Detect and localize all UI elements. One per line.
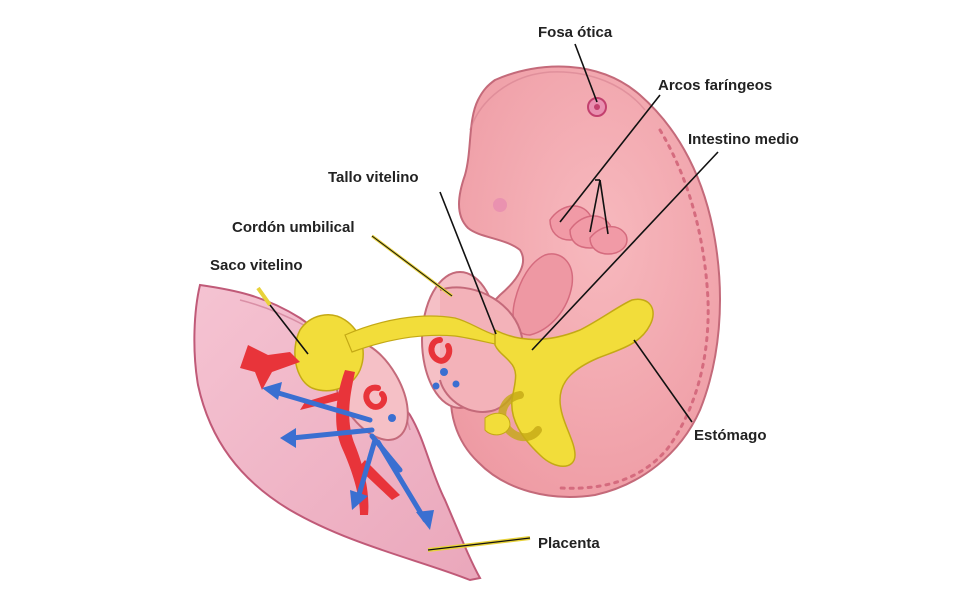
tallo-vitelino-leader <box>439 191 497 335</box>
placental-veins <box>272 389 428 523</box>
label-placenta: Placenta <box>538 535 600 552</box>
somite-outline <box>558 128 710 490</box>
label-arcos-faringeos: Arcos faríngeos <box>658 77 772 94</box>
arcos-faringeos-leader-3 <box>599 179 609 235</box>
label-estomago: Estómago <box>694 427 767 444</box>
otic-pit-center <box>594 104 600 110</box>
label-fosa-otica: Fosa ótica <box>538 24 613 41</box>
saco-vitelino-leader-yellow <box>256 286 272 307</box>
label-intestino-medio: Intestino medio <box>688 131 799 148</box>
cordon-umbilical-leader-dark <box>371 235 453 297</box>
estomago-leader <box>633 339 693 423</box>
vein-arrowheads <box>262 382 434 530</box>
label-saco-vitelino: Saco vitelino <box>210 257 303 274</box>
cardiac-bulge <box>512 253 574 336</box>
embryo-head <box>469 71 646 131</box>
cloaca-yellow <box>484 412 511 436</box>
saco-vitelino-leader <box>269 304 309 355</box>
label-cordon-umbilical: Cordón umbilical <box>232 219 355 236</box>
cord-vein-3 <box>452 380 460 388</box>
optic-placode <box>493 198 507 212</box>
cord-artery <box>428 337 453 364</box>
arcos-faringeos-leader-1 <box>559 94 661 223</box>
cord-vein-2 <box>432 382 440 390</box>
label-tallo-vitelino: Tallo vitelino <box>328 169 419 186</box>
cord-vein-1 <box>440 368 448 376</box>
leader-lines <box>269 43 719 423</box>
placental-artery <box>363 384 388 410</box>
intestino-medio-leader <box>531 151 719 351</box>
fosa-otica-leader <box>574 43 598 103</box>
placental-vein <box>388 414 396 422</box>
arcos-faringeos-leader-2 <box>589 179 601 233</box>
placenta-leader <box>427 537 531 551</box>
midgut-loop <box>494 298 654 467</box>
